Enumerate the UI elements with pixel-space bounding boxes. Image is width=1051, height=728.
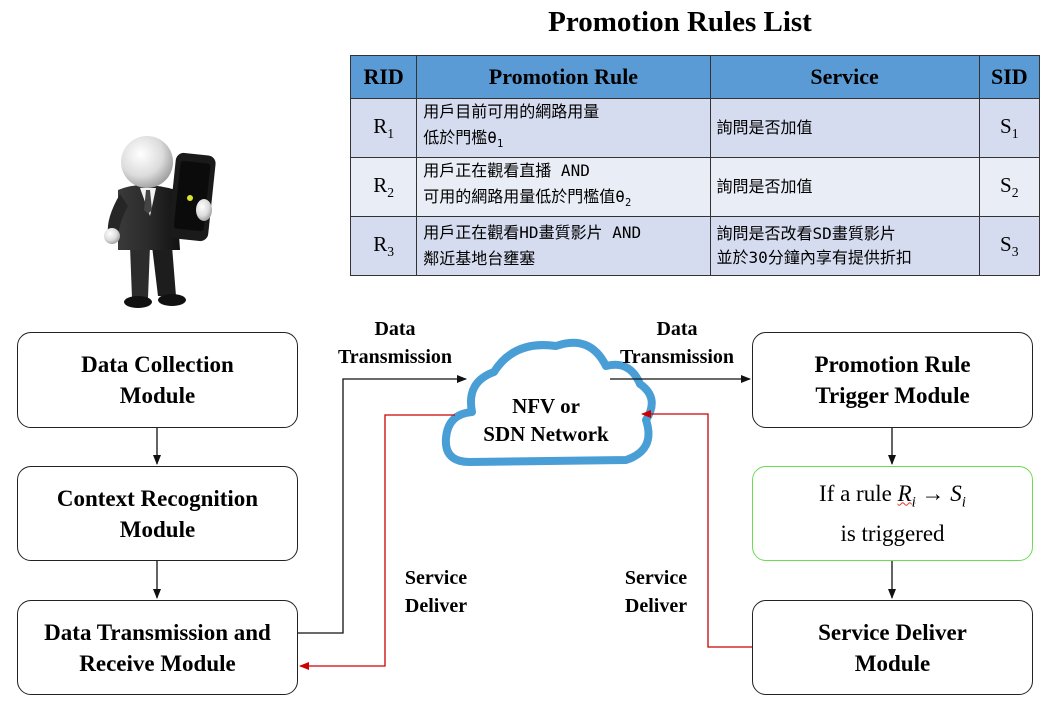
data-transmission-receive-module: Data Transmission and Receive Module [17,600,298,695]
header-rule: Promotion Rule [416,55,711,99]
data-collection-module: Data Collection Module [17,332,298,428]
service-deliver-label-right: Service Deliver [624,567,688,617]
sid-cell: S3 [978,216,1041,277]
service-cell: 詢問是否加值 [709,97,980,159]
promotion-rule-trigger-module: Promotion Rule Trigger Module [752,332,1033,428]
network-cloud-label: NFV or SDN Network [483,394,609,446]
rule-ri: Ri [897,480,916,511]
context-recognition-module: Context Recognition Module [17,466,298,561]
rule-cell: 用戶目前可用的網路用量低於門檻θ1 [416,97,711,159]
rid-cell: R1 [349,97,418,159]
service-deliver-label-left: Service Deliver [404,567,468,617]
page-title: Promotion Rules List [548,6,812,38]
table-row: R1 用戶目前可用的網路用量低於門檻θ1 詢問是否加值 S1 [349,97,1041,159]
header-service: Service [709,55,980,99]
data-transmission-label-right: Data Transmission [619,318,735,368]
rid-cell: R2 [349,157,418,218]
rid-cell: R3 [349,216,418,277]
data-transmission-label-left: Data Transmission [337,318,453,368]
rule-trigger-condition: If a rule Ri → Si is triggered [752,466,1033,561]
sid-cell: S1 [978,97,1041,159]
service-si: Si [950,480,966,511]
service-deliver-module: Service Deliver Module [752,600,1033,695]
header-rid: RID [349,55,418,99]
businessman-with-smartphone-icon [104,136,216,308]
service-cell: 詢問是否加值 [709,157,980,218]
service-cell: 詢問是否改看SD畫質影片並於30分鐘內享有提供折扣 [709,216,980,277]
sid-cell: S2 [978,157,1041,218]
table-header-row: RID Promotion Rule Service SID [349,55,1041,99]
promotion-rules-table: RID Promotion Rule Service SID R1 用戶目前可用… [349,55,1041,277]
